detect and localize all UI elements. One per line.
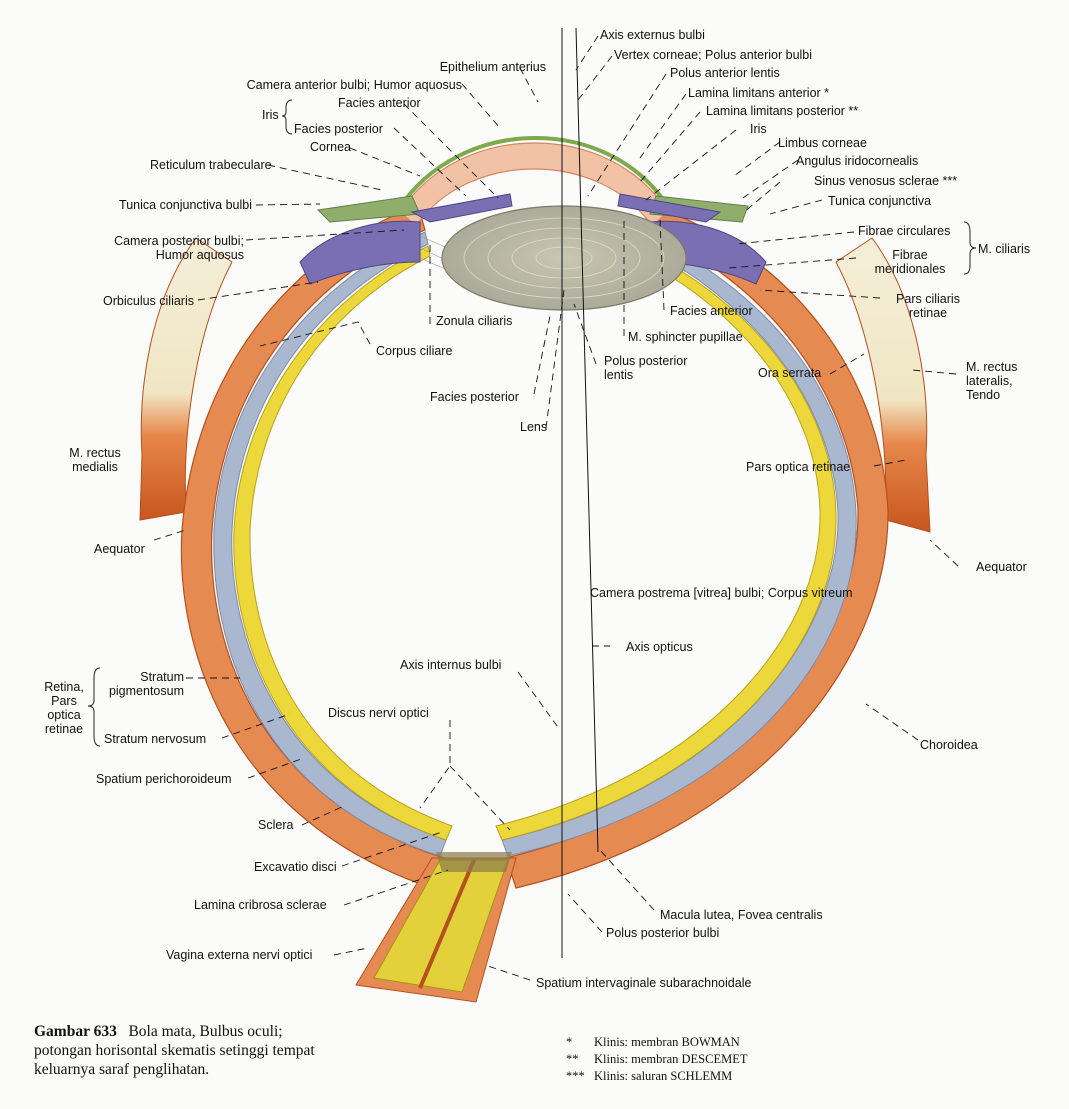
label-lamina-anterior: Lamina limitans anterior * xyxy=(688,86,830,100)
label-sinus: Sinus venosus sclerae *** xyxy=(814,174,958,188)
label-facies-anterior-lens: Facies anterior xyxy=(670,304,753,318)
label-orbiculus: Orbiculus ciliaris xyxy=(103,294,194,308)
label-reticulum: Reticulum trabeculare xyxy=(150,158,272,172)
label-axis-internus: Axis internus bulbi xyxy=(400,658,502,672)
label-humor-aquosus: Humor aquosus xyxy=(155,248,244,262)
label-lamina-posterior: Lamina limitans posterior ** xyxy=(706,104,859,118)
label-choroidea: Choroidea xyxy=(920,738,978,752)
label-polus-post-lentis-1: Polus posterior xyxy=(604,354,688,368)
label-camera-postrema: Camera postrema [vitrea] bulbi; Corpus v… xyxy=(590,586,853,600)
label-macula: Macula lutea, Fovea centralis xyxy=(660,908,823,922)
label-stratum-pig-2: pigmentosum xyxy=(108,684,184,698)
retina-shape xyxy=(233,245,453,841)
label-retina-4: retinae xyxy=(44,722,84,736)
lens-rings xyxy=(463,217,665,299)
caption-line2: potongan horisontal skematis setinggi te… xyxy=(34,1042,315,1059)
retina-brace xyxy=(87,667,101,747)
label-retina-1: Retina, xyxy=(44,680,84,694)
label-m-rectus-lat-3: Tendo xyxy=(966,388,1001,402)
footnote: ***Klinis: saluran SCHLEMM xyxy=(566,1069,733,1083)
label-m-rectus-lat-1: M. rectus xyxy=(966,360,1018,374)
label-fibrae-2: meridionales xyxy=(874,262,946,276)
label-excavatio: Excavatio disci xyxy=(254,860,337,874)
label-lamina-cribrosa: Lamina cribrosa sclerae xyxy=(194,898,327,912)
label-axis-externus: Axis externus bulbi xyxy=(600,28,705,42)
label-epithelium: Epithelium anterius xyxy=(439,60,546,74)
label-camera-posterior: Camera posterior bulbi; xyxy=(114,234,244,248)
label-vertex: Vertex corneae; Polus anterior bulbi xyxy=(614,48,813,62)
axis-opticus-line xyxy=(575,27,599,853)
label-polus-post-lentis-2: lentis xyxy=(604,368,634,382)
iris-right-shape xyxy=(617,193,722,223)
choroidea-shape xyxy=(213,231,447,857)
label-fibrae-1: Fibrae xyxy=(892,248,928,262)
label-axis-opticus: Axis opticus xyxy=(626,640,693,654)
ciliary-body-left xyxy=(299,220,421,285)
label-cornea: Cornea xyxy=(310,140,351,154)
iris-left-shape xyxy=(410,193,513,223)
label-m-rectus-med-1: M. rectus xyxy=(69,446,121,460)
label-lens: Lens xyxy=(520,420,548,434)
label-iris-group: Iris xyxy=(262,108,279,122)
label-zonula: Zonula ciliaris xyxy=(436,314,513,328)
label-iris-right: Iris xyxy=(750,122,767,136)
label-facies-posterior-lens: Facies posterior xyxy=(430,390,519,404)
footnote: *Klinis: membran BOWMAN xyxy=(566,1035,740,1049)
label-polus-anterior-lentis: Polus anterior lentis xyxy=(670,66,780,80)
label-tunica-conjunctiva: Tunica conjunctiva xyxy=(828,194,932,208)
footnotes: *Klinis: membran BOWMAN **Klinis: membra… xyxy=(566,1034,747,1085)
lamina-cribrosa-shape xyxy=(436,852,512,872)
label-aequator-left: Aequator xyxy=(94,542,145,556)
label-spatium-peri: Spatium perichoroideum xyxy=(96,772,232,786)
lens-shape xyxy=(441,205,687,311)
label-facies-posterior-iris: Facies posterior xyxy=(294,122,383,136)
label-m-ciliaris: M. ciliaris xyxy=(978,242,1031,256)
label-ora-serrata: Ora serrata xyxy=(758,366,822,380)
label-retina-2: Pars xyxy=(51,694,77,708)
label-angulus: Angulus iridocornealis xyxy=(796,154,919,168)
label-m-sphincter: M. sphincter pupillae xyxy=(628,330,743,344)
label-aequator-right: Aequator xyxy=(976,560,1027,574)
label-vagina: Vagina externa nervi optici xyxy=(166,948,313,962)
label-discus: Discus nervi optici xyxy=(328,706,429,720)
figure-caption: Gambar 633 Bola mata, Bulbus oculi; poto… xyxy=(34,1022,554,1079)
label-pars-ciliaris-1: Pars ciliaris xyxy=(896,292,960,306)
optic-nerve-septum xyxy=(418,859,476,989)
caption-line1: Bola mata, Bulbus oculi; xyxy=(128,1023,283,1040)
caption-title: Gambar 633 xyxy=(34,1023,117,1040)
label-pars-optica: Pars optica retinae xyxy=(746,460,851,474)
epithelium-shape xyxy=(396,136,672,212)
label-m-rectus-lat-2: lateralis, xyxy=(966,374,1013,388)
iris-brace xyxy=(281,99,293,135)
label-pars-ciliaris-2: retinae xyxy=(908,306,948,320)
label-retina-3: optica xyxy=(47,708,81,722)
label-polus-post-bulbi: Polus posterior bulbi xyxy=(606,926,720,940)
caption-line3: keluarnya saraf penglihatan. xyxy=(34,1061,210,1078)
label-stratum-nerv: Stratum nervosum xyxy=(104,732,207,746)
leader-lines xyxy=(153,35,959,981)
label-tunica-bulbi: Tunica conjunctiva bulbi xyxy=(119,198,252,212)
label-camera-anterior: Camera anterior bulbi; Humor aquosus xyxy=(246,78,462,92)
label-facies-anterior-iris: Facies anterior xyxy=(338,96,421,110)
label-sclera: Sclera xyxy=(258,818,294,832)
m-ciliaris-brace xyxy=(963,221,977,275)
label-m-rectus-med-2: medialis xyxy=(72,460,118,474)
label-fibrae-circulares: Fibrae circulares xyxy=(858,224,951,238)
label-limbus: Limbus corneae xyxy=(778,136,867,150)
footnote: **Klinis: membran DESCEMET xyxy=(566,1052,748,1066)
label-corpus-ciliare: Corpus ciliare xyxy=(376,344,453,358)
label-spatium-inter: Spatium intervaginale subarachnoidale xyxy=(536,976,752,990)
label-stratum-pig-1: Stratum xyxy=(140,670,184,684)
